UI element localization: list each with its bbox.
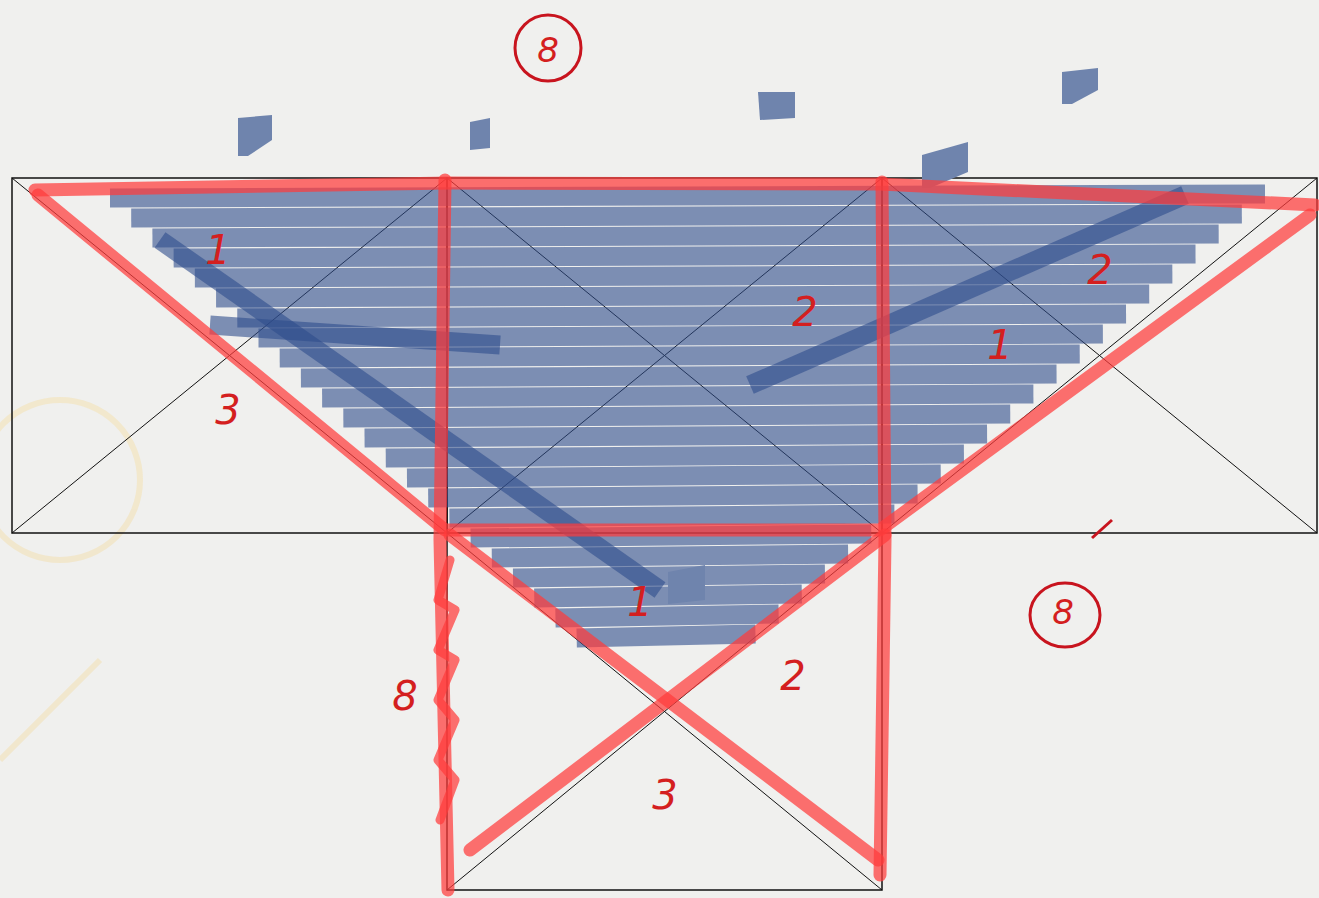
handwritten-number: 3 — [215, 390, 240, 430]
handwritten-number: 3 — [652, 775, 677, 815]
scribble-stroke — [449, 514, 894, 518]
scribble-stroke — [428, 494, 917, 498]
scribble-stroke — [322, 394, 1033, 398]
scribble-stroke — [492, 554, 848, 558]
scribble-stroke — [237, 314, 1126, 318]
scribble-stroke — [210, 325, 500, 345]
blue-scribble — [110, 194, 1265, 638]
handwritten-number: 8 — [392, 676, 417, 716]
handwritten-number: 1 — [205, 230, 230, 270]
handwritten-number: 2 — [780, 656, 805, 696]
scribble-stroke — [160, 240, 660, 590]
scribble-stroke — [152, 234, 1218, 238]
handwritten-number: 2 — [792, 292, 817, 332]
red-marks — [35, 180, 1315, 890]
handwritten-number: 8 — [1052, 595, 1074, 629]
scribble-stroke — [577, 634, 756, 638]
handwritten-number: 8 — [537, 33, 559, 67]
circle-marks — [515, 15, 1112, 647]
scribble-stroke — [131, 214, 1242, 218]
scribble-stroke — [301, 374, 1057, 378]
scribble-stroke — [555, 614, 778, 618]
handwritten-number: 2 — [1087, 250, 1112, 290]
scribble-stroke — [216, 294, 1149, 298]
handwritten-number: 1 — [627, 582, 652, 622]
handwritten-number: 1 — [987, 325, 1012, 365]
diagonals — [12, 178, 1317, 890]
net-outline — [12, 178, 1317, 890]
scribble-stroke — [280, 354, 1080, 358]
watermark — [0, 400, 140, 760]
